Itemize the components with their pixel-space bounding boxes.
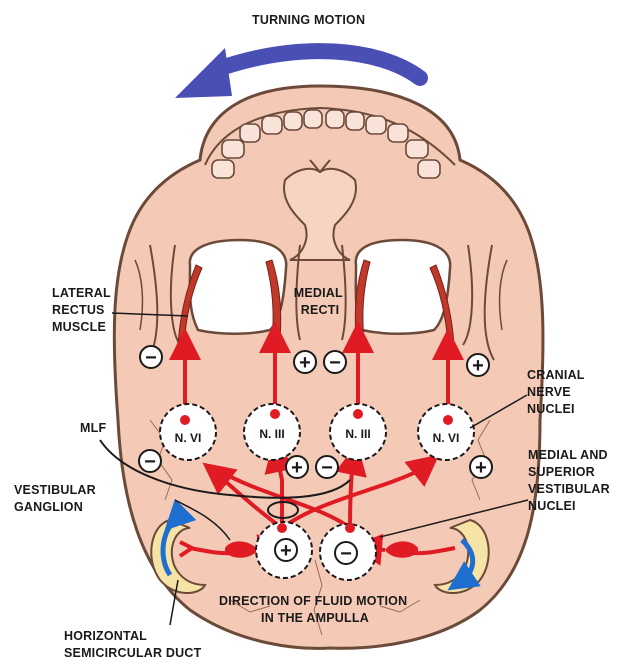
right-semicircular-duct [433,518,490,594]
svg-text:+: + [472,355,484,377]
sign-minus-lateral-left: − [139,345,163,369]
sign-plus-left-n-iii: + [285,455,309,479]
turning-motion-arrow [175,43,428,98]
svg-text:+: + [280,540,292,562]
svg-text:−: − [321,457,333,479]
vestibular-ganglion-label: VESTIBULAR GANGLION [14,483,100,514]
svg-text:−: − [340,543,352,565]
nucleus-left-n-vi: N. VI [159,403,217,461]
svg-text:+: + [475,457,487,479]
cranial-nerve-nuclei-label: CRANIAL NERVE NUCLEI [527,368,588,416]
nucleus-left-n-vi-label: N. VI [175,431,202,445]
sign-minus-left-n-vi: − [138,449,162,473]
nucleus-left-n-iii: N. III [243,403,301,461]
nucleus-right-n-iii: N. III [329,403,387,461]
svg-text:+: + [291,457,303,479]
medial-recti-label: MEDIAL RECTI [294,286,347,317]
left-semicircular-duct [150,498,207,594]
leader-lines [111,312,529,626]
svg-text:+: + [299,352,311,374]
lateral-rectus-label: LATERAL RECTUS MUSCLE [52,286,114,334]
right-eye [354,238,452,335]
nucleus-right-n-iii-label: N. III [345,427,370,441]
vestibular-nuclei-label: MEDIAL AND SUPERIOR VESTIBULAR NUCLEI [528,448,614,513]
sign-plus-right-n-vi: + [469,455,493,479]
sign-plus-left-vestibular: + [274,538,298,562]
left-vestibular-ganglion [225,541,258,558]
sign-minus-right-vestibular: − [334,541,358,565]
svg-text:−: − [329,352,341,374]
nucleus-right-n-vi-label: N. VI [433,431,460,445]
svg-text:−: − [144,451,156,473]
mlf-tract [99,439,351,499]
mlf-label: MLF [80,421,106,435]
right-vestibular-ganglion [385,541,418,558]
sign-minus-right-n-iii: − [315,455,339,479]
sign-plus-lateral-right: + [466,353,490,377]
sign-plus-medial-left: + [293,350,317,374]
nucleus-right-n-vi: N. VI [417,403,475,461]
nucleus-left-n-iii-label: N. III [259,427,284,441]
left-eye [188,238,288,335]
svg-text:−: − [145,347,157,369]
fluid-motion-label: DIRECTION OF FLUID MOTION IN THE AMPULLA [219,594,411,625]
turning-motion-label: TURNING MOTION [252,13,365,27]
semicircular-duct-label: HORIZONTAL SEMICIRCULAR DUCT [64,629,202,660]
sign-minus-medial-right: − [323,350,347,374]
